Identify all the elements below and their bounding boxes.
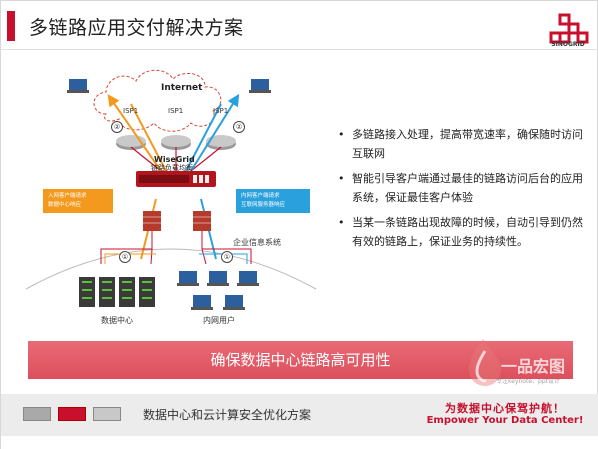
legend-outbound-line-2: 互联网服务器响应: [241, 202, 286, 208]
footer-nav-box-2[interactable]: [58, 407, 86, 421]
sinogrid-logo-icon: [549, 13, 589, 44]
remote-laptops: [67, 79, 271, 93]
datacenter-label: 数据中心: [101, 316, 133, 325]
footer-title: 数据中心和云计算安全优化方案: [143, 408, 312, 422]
watermark-subtitle: 专注keynote、ppt设计: [496, 378, 560, 385]
isp-label-1: ISP1: [123, 107, 139, 115]
watermark-title: 一品宏图: [501, 357, 566, 376]
footer-slogan-en: Empower Your Data Center!: [426, 415, 584, 426]
isp-label-3: ISP1: [213, 107, 229, 115]
network-diagram: Internet ISP1 ISP1 ISP1 ② ② WiseGrid 链路负…: [21, 59, 321, 337]
step-2-right: ②: [233, 121, 245, 133]
firewalls: [143, 211, 211, 231]
system-label: 企业信息系统: [233, 238, 281, 247]
legend-outbound: 内网客户端请求 互联网服务器响应: [236, 189, 310, 213]
watermark-drop-icon: [469, 339, 501, 386]
bullet-item: 智能引导客户端通过最佳的链路访问后台的应用系统，保证最佳客户体验: [336, 169, 586, 207]
step-2-left: ②: [111, 121, 123, 133]
device-label: 链路负载均衡: [151, 164, 193, 172]
users-label: 内网用户: [203, 316, 235, 325]
device-brand: WiseGrid: [154, 155, 195, 164]
step-1-left: ①: [119, 251, 131, 263]
legend-inbound-line-2: 数据中心响应: [48, 202, 82, 208]
footer-nav-box-1[interactable]: [23, 407, 51, 421]
isp-label-2: ISP1: [168, 107, 184, 115]
banner-text: 确保数据中心链路高可用性: [210, 351, 391, 369]
user-laptops: [177, 271, 259, 310]
slide-title: 多链路应用交付解决方案: [29, 17, 244, 39]
highlight-banner: [28, 341, 573, 379]
step-1-right: ①: [221, 251, 233, 263]
server-racks: [79, 277, 155, 307]
legend-inbound: 入网客户端请求 数据中心响应: [43, 189, 113, 213]
legend-outbound-line-1: 内网客户端请求: [241, 193, 280, 199]
bullet-item: 多链路接入处理，提高带宽速率，确保随时访问互联网: [336, 125, 586, 163]
diagram-graphics: [25, 69, 317, 310]
bullet-item: 当某一条链路出现故障的时候，自动引导到仍然有效的链路上，保证业务的持续性。: [336, 213, 586, 251]
legend-inbound-line-1: 入网客户端请求: [48, 193, 87, 199]
internet-label: Internet: [161, 83, 203, 93]
header-divider: [1, 49, 598, 50]
bullet-list: 多链路接入处理，提高带宽速率，确保随时访问互联网 智能引导客户端通过最佳的链路访…: [336, 125, 586, 257]
ground-arc: [25, 248, 317, 290]
title-accent-bar: [7, 11, 15, 41]
footer-bottom-strip: [1, 436, 598, 449]
logo-text: SINOGRID: [551, 41, 585, 48]
footer-nav-box-3[interactable]: [93, 407, 121, 421]
footer-slogan-cn: 为数据中心保驾护航！: [445, 402, 565, 415]
